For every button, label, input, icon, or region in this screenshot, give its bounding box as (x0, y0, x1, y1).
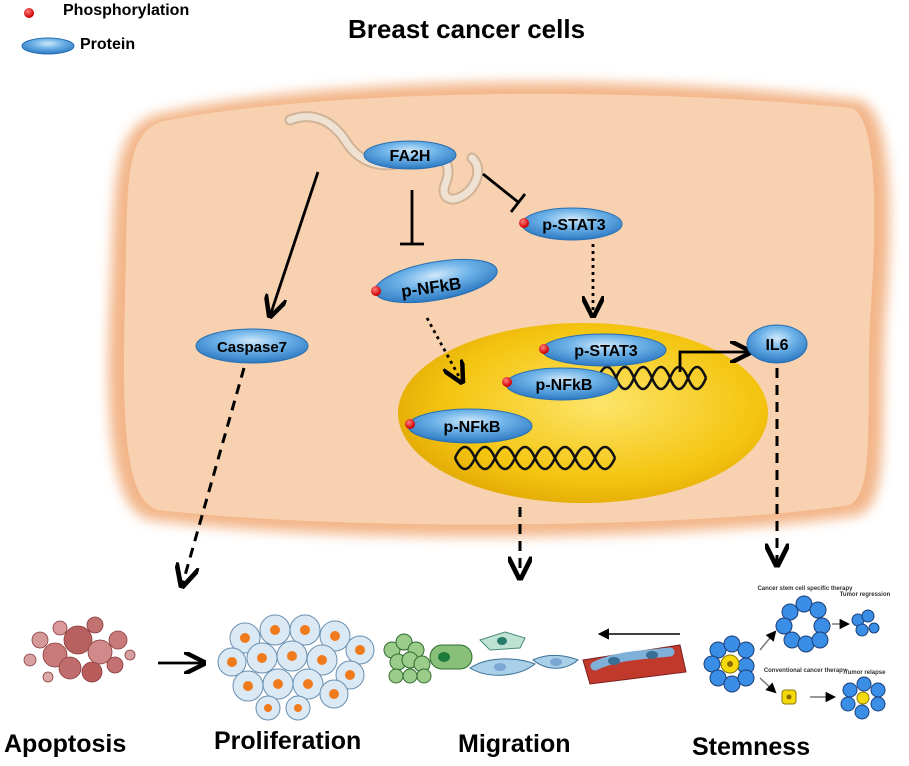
legend-phospho-dot (24, 8, 34, 18)
label-il6: IL6 (765, 337, 788, 354)
label-p-stat3-cyto: p-STAT3 (542, 217, 606, 234)
protein-p-nfkb-nuc-1: p-NFkB (502, 367, 619, 401)
dashed-caspase7-to-apoptosis (182, 367, 246, 586)
dotted-nfkb-to-nucleus (425, 317, 462, 382)
protein-p-nfkb-nuc-2: p-NFkB (405, 408, 533, 444)
phospho-dot (405, 419, 415, 429)
protein-fa2h: FA2H (363, 140, 457, 170)
diagram-title: Breast cancer cells (348, 14, 586, 44)
phospho-dot (371, 286, 381, 296)
outcome-stemness: Stemness (692, 733, 811, 761)
outcome-migration: Migration (458, 730, 571, 758)
label-p-nfkb-nuc-2: p-NFkB (444, 419, 501, 436)
phospho-dot (519, 218, 529, 228)
label-p-stat3-nuc: p-STAT3 (574, 343, 638, 360)
phospho-dot (502, 377, 512, 387)
proliferation-illustration (217, 614, 375, 721)
outcome-apoptosis: Apoptosis (4, 730, 127, 758)
label-tumor-relapse: Tumor relapse (845, 670, 887, 676)
legend-protein-ellipse (21, 37, 75, 55)
inhibition-fa2h-stat3 (482, 172, 527, 213)
dna-helix-1 (596, 365, 708, 391)
protein-p-stat3-cyto: p-STAT3 (519, 207, 623, 241)
phospho-dot (539, 344, 549, 354)
inhibition-fa2h-nfkb (400, 190, 424, 246)
label-p-nfkb-nuc-1: p-NFkB (536, 377, 593, 394)
protein-p-stat3-nuc: p-STAT3 (539, 333, 667, 367)
stemness-illustration: Cancer stem cell specific therapy Tumor … (703, 586, 891, 720)
label-csc-therapy: Cancer stem cell specific therapy (757, 586, 853, 592)
protein-il6: IL6 (746, 324, 808, 364)
legend-phosphorylation-label: Phosphorylation (63, 2, 190, 19)
dna-helix-2 (453, 445, 617, 471)
label-fa2h: FA2H (390, 148, 431, 165)
outcome-proliferation: Proliferation (214, 727, 362, 755)
legend-protein-label: Protein (80, 36, 136, 53)
migration-illustration (383, 628, 687, 685)
arrow-transcription-il6 (678, 352, 750, 372)
arrow-fa2h-to-caspase7 (270, 171, 320, 316)
label-caspase7: Caspase7 (217, 339, 287, 356)
protein-caspase7: Caspase7 (195, 328, 309, 364)
label-conventional-therapy: Conventional cancer therapy (764, 668, 847, 674)
protein-p-nfkb-cyto: p-NFkB (371, 258, 498, 304)
label-tumor-regression: Tumor regression (840, 592, 891, 598)
apoptosis-illustration (23, 616, 136, 683)
